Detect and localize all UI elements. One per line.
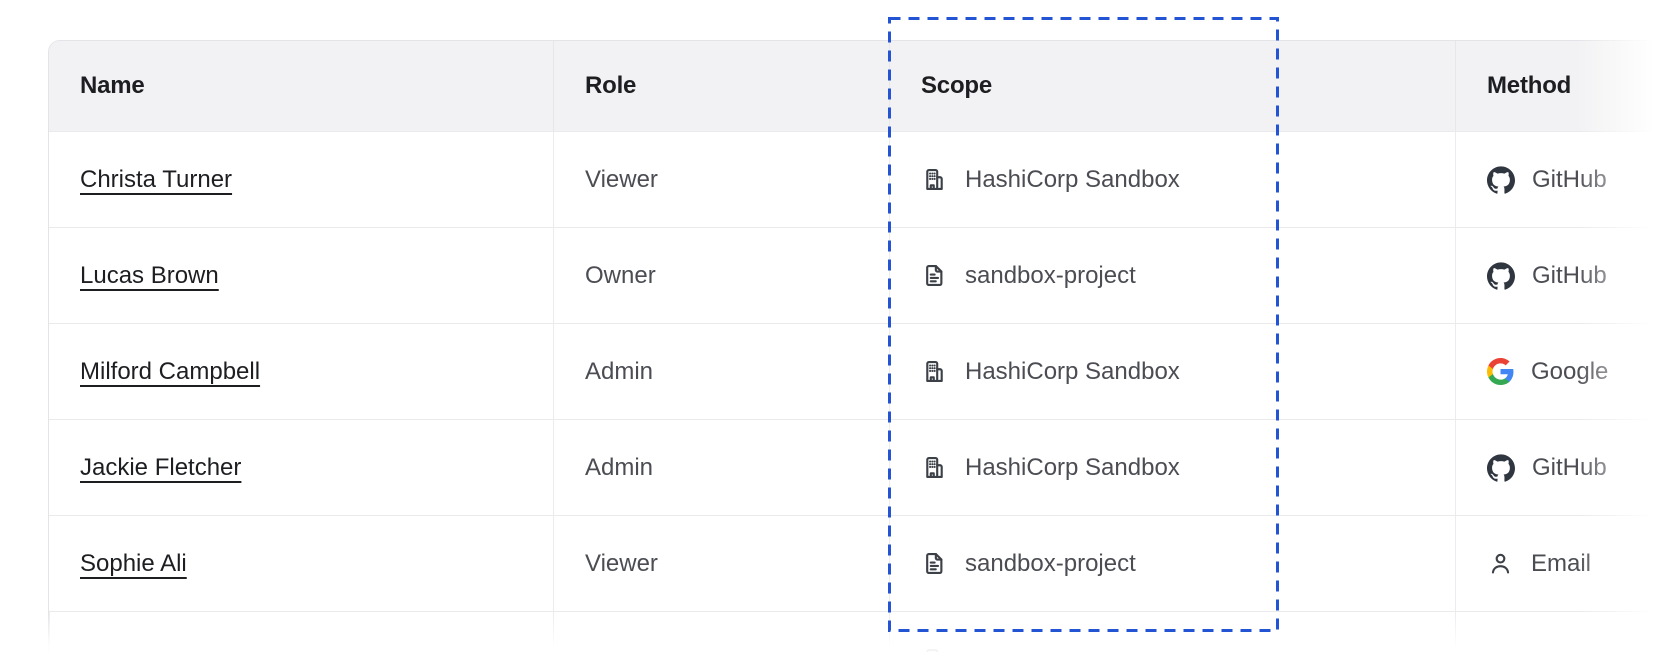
column-header-method: Method <box>1455 41 1672 131</box>
column-header-scope: Scope <box>889 41 1455 131</box>
role-cell: Admin <box>553 420 889 515</box>
role-cell: Admin <box>553 324 889 419</box>
method-cell: GitHub <box>1455 420 1672 515</box>
building-org-icon <box>921 454 948 481</box>
table-body: Christa Turner Viewer HashiCorp Sandbox … <box>49 131 1672 611</box>
scope-cell: HashiCorp Sandbox <box>889 324 1455 419</box>
role-value: Viewer <box>585 549 658 577</box>
member-name-link[interactable]: Sophie Ali <box>80 549 187 577</box>
table-row: Lucas Brown Owner sandbox-project GitHub <box>49 227 1672 323</box>
name-cell: Lucas Brown <box>49 228 553 323</box>
scope-value: sandbox-project <box>965 261 1136 289</box>
table-row: Jackie Fletcher Admin HashiCorp Sandbox … <box>49 419 1672 515</box>
method-value: Email <box>1531 549 1592 577</box>
column-header-name: Name <box>80 72 145 99</box>
scope-cell: HashiCorp Sandbox <box>889 420 1455 515</box>
google-icon <box>1487 358 1514 385</box>
method-cell: GitHub <box>1455 132 1672 227</box>
table-row: Christa Turner Viewer HashiCorp Sandbox … <box>49 131 1672 227</box>
method-value: GitHub <box>1532 165 1607 193</box>
email-person-icon <box>1487 550 1514 577</box>
scope-value: HashiCorp Sandbox <box>965 453 1180 481</box>
column-header-role: Role <box>553 41 889 131</box>
building-org-icon <box>921 358 948 385</box>
member-name-link[interactable]: Lucas Brown <box>80 261 219 289</box>
method-value: GitHub <box>1532 453 1607 481</box>
role-value: Admin <box>585 453 654 481</box>
name-cell: Jackie Fletcher <box>49 420 553 515</box>
member-name-link[interactable]: Christa Turner <box>80 165 233 193</box>
method-cell: Google <box>1455 324 1672 419</box>
name-cell: Sophie Ali <box>49 516 553 611</box>
scope-value: HashiCorp Sandbox <box>965 357 1180 385</box>
method-cell: GitHub <box>1455 228 1672 323</box>
github-icon <box>1487 453 1515 482</box>
role-cell: Viewer <box>553 516 889 611</box>
building-org-icon <box>921 166 948 193</box>
name-cell: Christa Turner <box>49 132 553 227</box>
role-value: Owner <box>585 261 656 289</box>
role-cell: Owner <box>553 228 889 323</box>
github-icon <box>1487 165 1515 194</box>
name-cell: Milford Campbell <box>49 324 553 419</box>
method-value: GitHub <box>1532 261 1607 289</box>
role-value: Viewer <box>585 165 658 193</box>
scope-value: HashiCorp Sandbox <box>965 165 1180 193</box>
document-icon <box>921 550 948 577</box>
role-value: Admin <box>585 357 654 385</box>
role-cell: Viewer <box>553 132 889 227</box>
scope-cell: sandbox-project <box>889 516 1455 611</box>
scope-cell: sandbox-project <box>889 228 1455 323</box>
member-name-link[interactable]: Milford Campbell <box>80 357 261 385</box>
method-cell: Email <box>1455 516 1672 611</box>
table-row-partial <box>49 611 1672 652</box>
member-name-link[interactable]: Jackie Fletcher <box>80 453 242 481</box>
method-value: Google <box>1531 357 1609 385</box>
scope-cell: HashiCorp Sandbox <box>889 132 1455 227</box>
document-icon <box>921 262 948 289</box>
github-icon <box>1487 261 1515 290</box>
table-row: Milford Campbell Admin HashiCorp Sandbox… <box>49 323 1672 419</box>
scope-value: sandbox-project <box>965 549 1136 577</box>
table-row: Sophie Ali Viewer sandbox-project Email <box>49 515 1672 611</box>
building-org-icon <box>921 646 948 652</box>
